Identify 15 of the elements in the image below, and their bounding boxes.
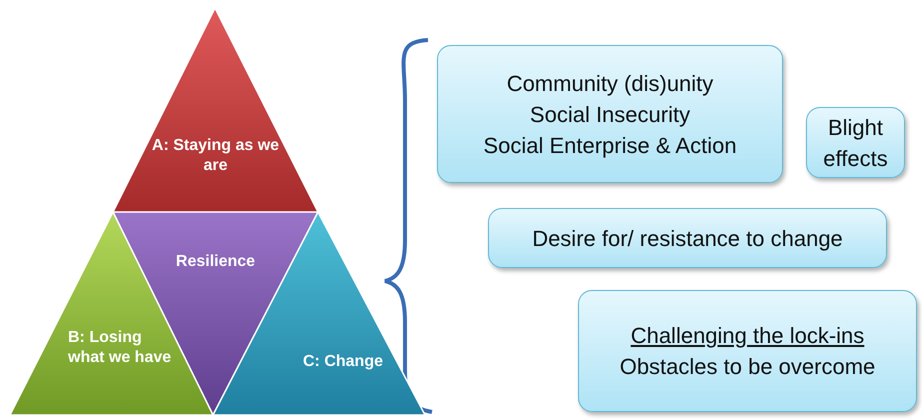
box-text: Community (dis)unity <box>506 70 714 98</box>
segment-label: C: Change <box>303 352 384 372</box>
box-text: Obstacles to be overcome <box>620 353 876 381</box>
segment-label: Resilience <box>174 252 256 272</box>
segment-label: B: Losing what we have <box>68 328 172 368</box>
segment-label: A: Staying as we are <box>150 136 280 176</box>
box-text: Desire for/ resistance to change <box>532 224 843 253</box>
text-box <box>488 208 887 268</box>
box-heading: Challenging the lock-ins <box>630 322 864 350</box>
box-text: Social Enterprise & Action <box>483 132 737 160</box>
text-box <box>578 290 917 412</box>
box-text: Social Insecurity <box>530 100 690 129</box>
text-box <box>806 107 905 178</box>
text-box <box>437 45 783 183</box>
box-text: Blight effects <box>822 114 889 172</box>
